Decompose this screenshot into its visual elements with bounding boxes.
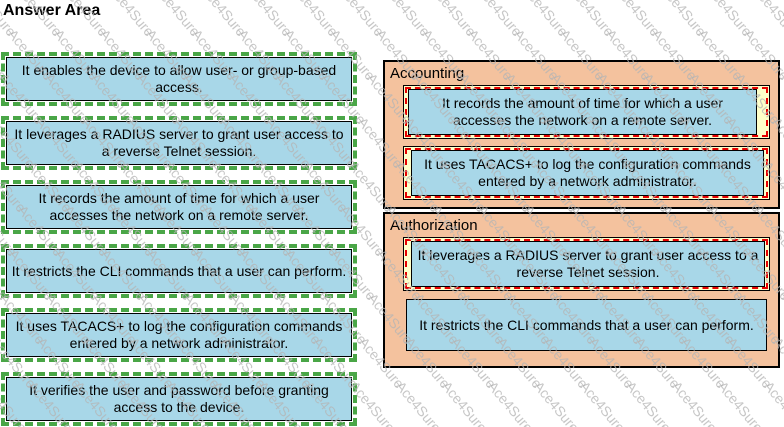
dropped-item[interactable]: It records the amount of time for which … bbox=[408, 89, 757, 135]
drag-item-label: It enables the device to allow user- or … bbox=[6, 57, 352, 101]
drop-slot[interactable]: It records the amount of time for which … bbox=[403, 85, 770, 139]
watermark-text: Ace4Sure bbox=[660, 422, 712, 427]
watermark-text: Ace4Sure bbox=[568, 422, 620, 427]
watermark-text: Ace4Sure bbox=[749, 0, 784, 40]
drag-item-label: It records the amount of time for which … bbox=[6, 185, 352, 229]
watermark-text: Ace4Sure bbox=[668, 378, 721, 427]
watermark-text: Ace4Sure bbox=[151, 0, 204, 40]
watermark-text: Ace4Sure bbox=[430, 422, 482, 427]
watermark-text: Ace4Sure bbox=[522, 422, 574, 427]
drag-item[interactable]: It verifies the user and password before… bbox=[1, 372, 357, 426]
watermark-text: Ace4Sure bbox=[476, 422, 528, 427]
drop-slot[interactable]: It leverages a RADIUS server to grant us… bbox=[403, 237, 770, 291]
drag-item[interactable]: It leverages a RADIUS server to grant us… bbox=[1, 116, 357, 170]
watermark-text: Ace4Sure bbox=[530, 378, 583, 427]
watermark-text: Ace4Sure bbox=[714, 378, 767, 427]
watermark-text: Ace4Sure bbox=[243, 0, 296, 40]
watermark-text: Ace4Sure bbox=[438, 378, 491, 427]
drag-item[interactable]: It uses TACACS+ to log the configuration… bbox=[1, 308, 357, 362]
watermark-text: Ace4Sure bbox=[484, 378, 537, 427]
category-title: Authorization bbox=[390, 217, 478, 234]
drop-slot[interactable]: It uses TACACS+ to log the configuration… bbox=[403, 146, 770, 200]
watermark-text: Ace4Sure bbox=[703, 0, 756, 40]
watermark-text: Ace4Sure bbox=[335, 0, 388, 40]
slot-area: It leverages a RADIUS server to grant us… bbox=[403, 237, 770, 352]
dropped-item[interactable]: It uses TACACS+ to log the configuration… bbox=[411, 150, 764, 196]
category-title: Accounting bbox=[390, 65, 465, 82]
watermark-text: Ace4Sure bbox=[760, 378, 784, 427]
watermark-text: Ace4Sure bbox=[576, 378, 629, 427]
watermark-text: Ace4Sure bbox=[289, 0, 342, 40]
slot-area: It records the amount of time for which … bbox=[403, 85, 770, 200]
watermark-text: Ace4Sure bbox=[706, 422, 758, 427]
drag-item-label: It leverages a RADIUS server to grant us… bbox=[6, 121, 352, 165]
category-panel-accounting[interactable]: Accounting It records the amount of time… bbox=[383, 60, 780, 209]
watermark-text: Ace4Sure bbox=[392, 378, 445, 427]
watermark-text: Ace4Sure bbox=[197, 0, 250, 40]
drop-slot[interactable]: It restricts the CLI commands that a use… bbox=[403, 298, 770, 352]
drag-item-label: It restricts the CLI commands that a use… bbox=[6, 249, 352, 293]
dropped-item[interactable]: It restricts the CLI commands that a use… bbox=[406, 299, 767, 351]
drag-item-label: It verifies the user and password before… bbox=[6, 377, 352, 421]
drag-source-list: It enables the device to allow user- or … bbox=[1, 52, 357, 426]
watermark-text: Ace4Sure bbox=[519, 0, 572, 40]
watermark-text: Ace4Sure bbox=[473, 0, 526, 40]
watermark-text: Ace4Sure bbox=[381, 0, 434, 40]
watermark-text: Ace4Sure bbox=[614, 422, 666, 427]
drag-item[interactable]: It records the amount of time for which … bbox=[1, 180, 357, 234]
drag-item[interactable]: It restricts the CLI commands that a use… bbox=[1, 244, 357, 298]
watermark-text: Ace4Sure bbox=[565, 0, 618, 40]
watermark-text: Ace4Sure bbox=[611, 0, 664, 40]
answer-area-title: Answer Area bbox=[3, 2, 101, 19]
watermark-text: Ace4Sure bbox=[622, 378, 675, 427]
watermark-text: Ace4Sure bbox=[105, 0, 158, 40]
watermark-text: Ace4Sure bbox=[427, 0, 480, 40]
drag-item-label: It uses TACACS+ to log the configuration… bbox=[6, 313, 352, 357]
drag-item[interactable]: It enables the device to allow user- or … bbox=[1, 52, 357, 106]
watermark-text: Ace4Sure bbox=[657, 0, 710, 40]
dropped-item[interactable]: It leverages a RADIUS server to grant us… bbox=[411, 241, 765, 287]
watermark-text: Ace4Sure bbox=[384, 422, 436, 427]
category-panel-authorization[interactable]: Authorization It leverages a RADIUS serv… bbox=[383, 212, 780, 368]
watermark-text: Ace4Sure bbox=[752, 422, 784, 427]
